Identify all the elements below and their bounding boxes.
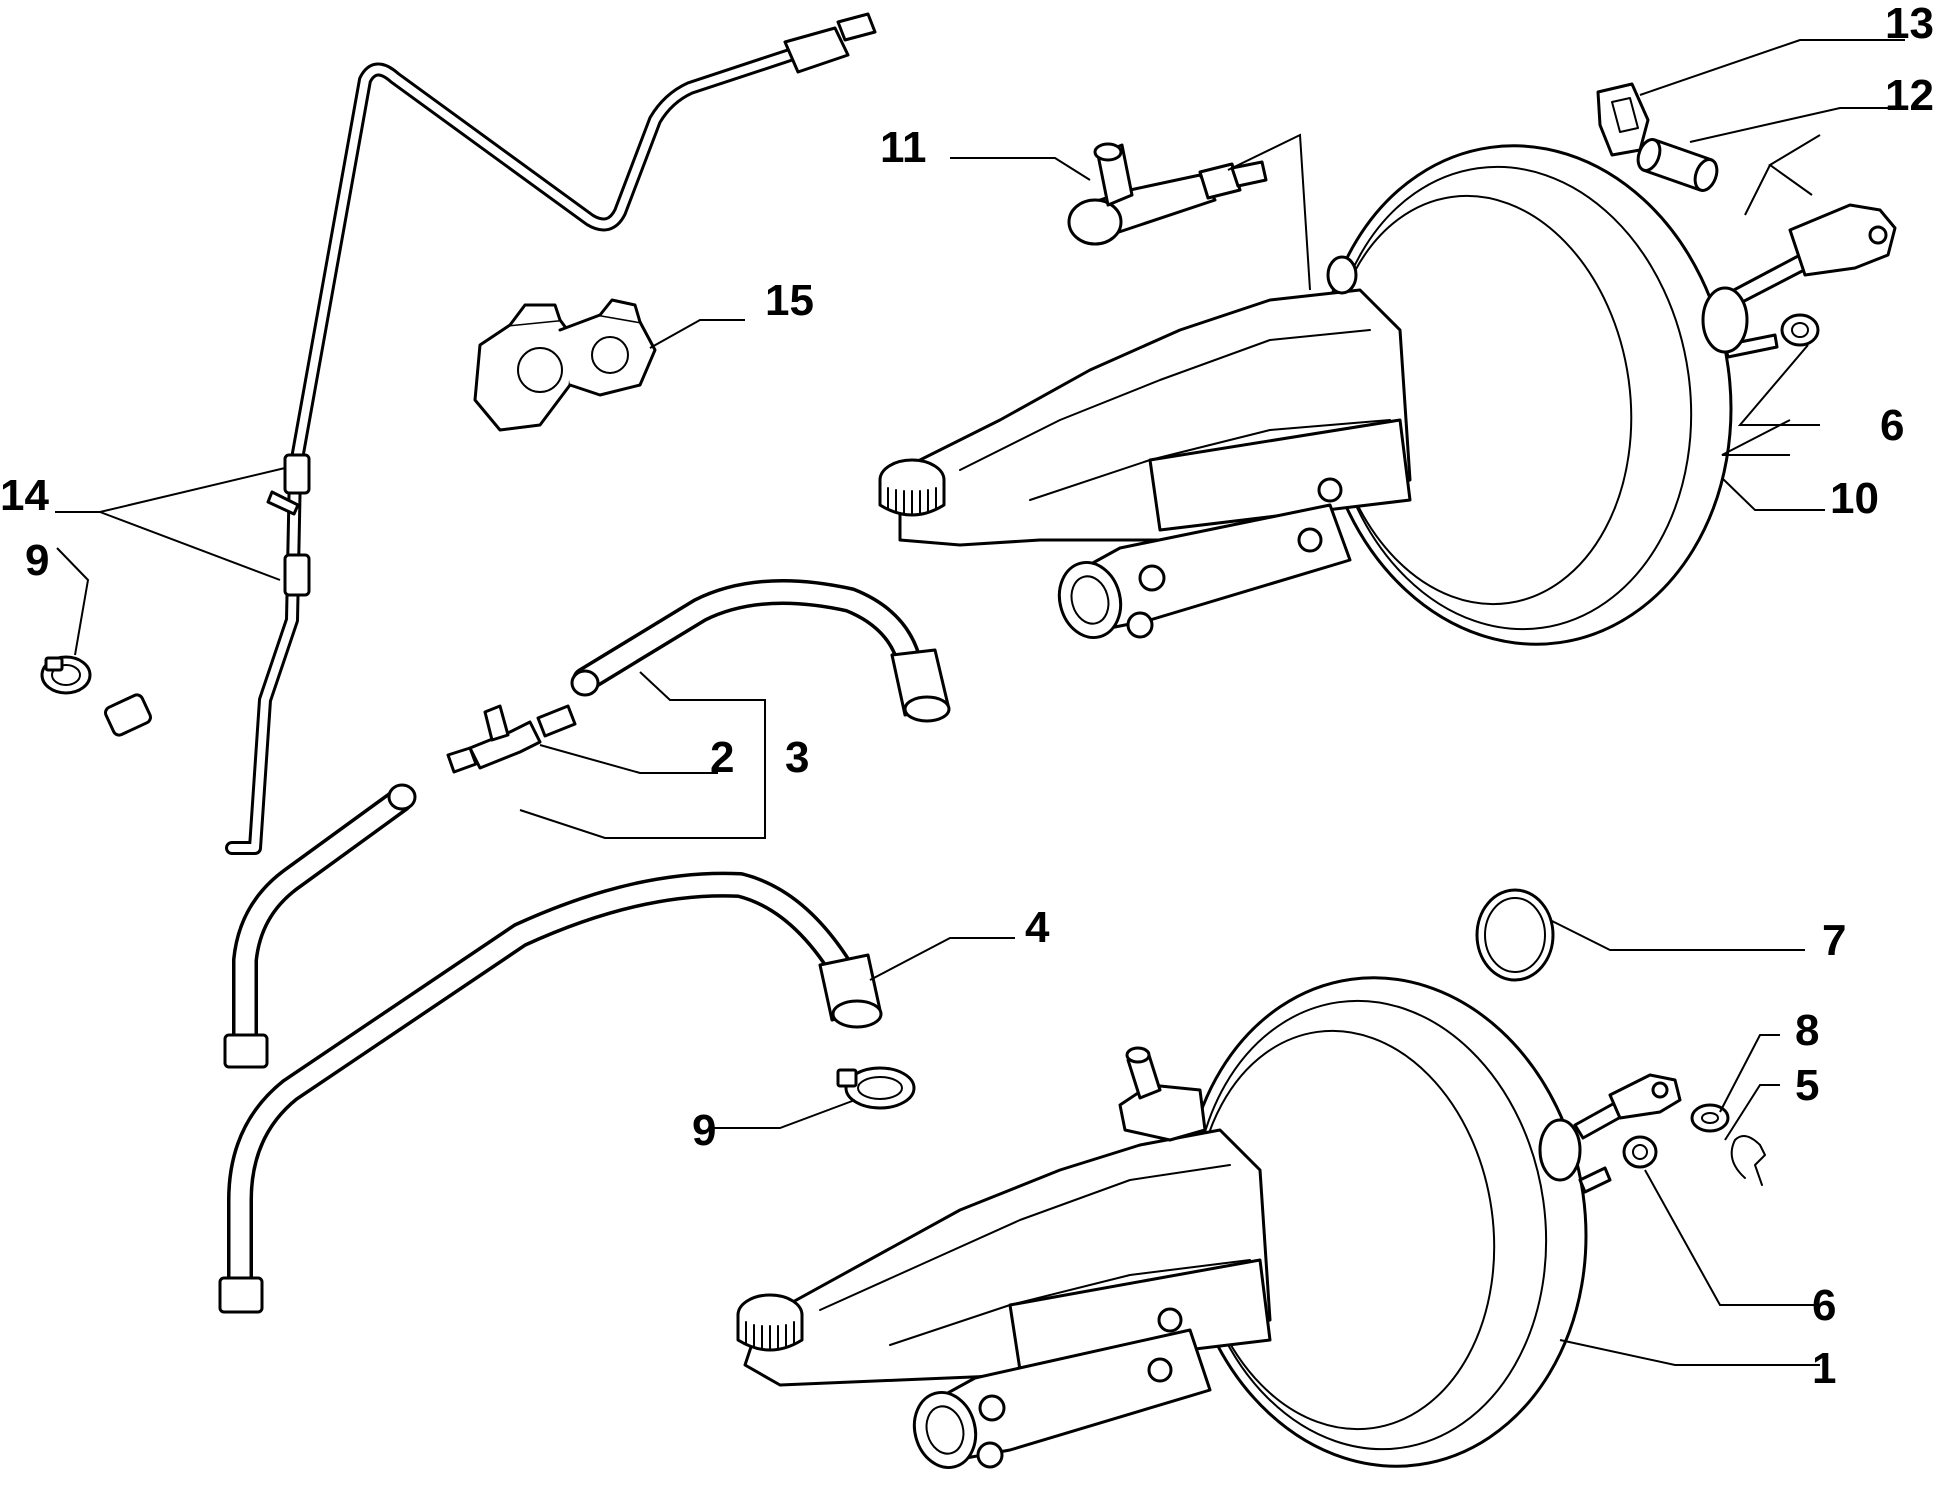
callout-9-upper: 9 xyxy=(25,536,49,585)
callout-9-lower: 9 xyxy=(692,1106,716,1155)
vacuum-hose-curved xyxy=(223,783,417,1069)
callout-5: 5 xyxy=(1795,1061,1819,1110)
callout-13: 13 xyxy=(1885,0,1934,48)
o-ring-seal xyxy=(1475,888,1555,982)
hose-clamp-lower xyxy=(836,1066,916,1110)
callout-1: 1 xyxy=(1812,1344,1836,1393)
vacuum-pipe-assembly xyxy=(104,12,877,855)
callout-4: 4 xyxy=(1025,903,1050,952)
callout-14: 14 xyxy=(0,471,49,520)
callout-6-upper: 6 xyxy=(1880,401,1904,450)
hose-clamp-upper xyxy=(40,655,92,695)
vacuum-hose-long xyxy=(218,871,883,1314)
callout-10: 10 xyxy=(1830,474,1879,523)
leader-lines xyxy=(55,39,1905,1366)
callout-8: 8 xyxy=(1795,1006,1819,1055)
bushing-lower xyxy=(1622,1135,1658,1169)
bushing-upper xyxy=(1780,313,1820,347)
callout-3: 3 xyxy=(785,733,809,782)
vacuum-tee-fitting xyxy=(1067,142,1268,246)
callout-7: 7 xyxy=(1822,916,1846,965)
vacuum-hose-short xyxy=(570,579,951,723)
callout-labels: 1 2 3 4 5 6 6 7 8 9 9 10 11 12 13 14 15 xyxy=(0,0,1934,1393)
callout-15: 15 xyxy=(765,276,814,325)
callout-11: 11 xyxy=(880,123,927,172)
pipe-clip xyxy=(473,298,657,432)
callout-6-lower: 6 xyxy=(1812,1281,1836,1330)
brake-booster-lower xyxy=(736,976,1682,1470)
brake-booster-upper xyxy=(878,144,1897,646)
spacer-sleeve xyxy=(1636,138,1719,192)
retaining-clip xyxy=(1596,82,1650,157)
r-clip xyxy=(1730,1135,1766,1186)
hose-connector xyxy=(446,704,577,774)
washer xyxy=(1690,1103,1730,1133)
callout-2: 2 xyxy=(710,733,734,782)
callout-12: 12 xyxy=(1885,71,1934,120)
